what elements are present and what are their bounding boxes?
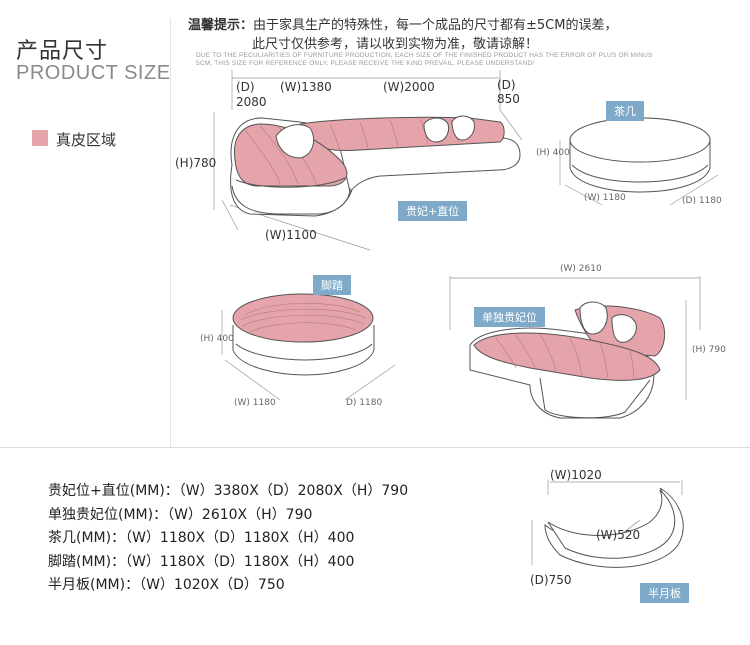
chaise-height: (H) 790	[692, 345, 726, 355]
spec-tea-table: 茶几(MM)：（W）1180X（D）1180X（H）400	[48, 530, 355, 546]
tea-table-drawing	[559, 117, 719, 206]
tea-table-width: (W) 1180	[584, 193, 626, 203]
spec-half-moon: 半月板(MM)：（W）1020X（D）750	[48, 577, 285, 593]
sofa-depth-right-value: 850	[497, 92, 520, 106]
half-moon-tag: 半月板	[640, 583, 689, 603]
sofa-main-tag: 贵妃+直位	[398, 201, 468, 221]
size-notice: 温馨提示：由于家具生产的特殊性，每一个成品的尺寸都有±5CM的误差， 此尺寸仅供…	[188, 16, 617, 54]
footstool-width: (W) 1180	[234, 398, 276, 408]
sofa-main-drawing	[213, 70, 523, 251]
tea-table-tag: 茶几	[606, 101, 644, 121]
spec-chaise: 单独贵妃位(MM)：（W）2610X（H）790	[48, 506, 313, 523]
page-title-cn: 产品尺寸	[16, 39, 109, 64]
notice-english: DUE TO THE PECULIARITIES OF FURNITURE PR…	[196, 52, 653, 67]
chaise-tag: 单独贵妃位	[474, 307, 545, 327]
sofa-width-2: (W)2000	[383, 80, 435, 94]
leather-legend-label: 真皮区域	[56, 131, 117, 149]
spec-sofa-main: 贵妃位+直位(MM)：（W）3380X（D）2080X（H）790	[48, 483, 409, 499]
vertical-divider	[170, 18, 171, 448]
half-moon-depth: (D)750	[530, 573, 572, 587]
notice-line2: 此尺寸仅供参考，请以收到实物为准，敬请谅解！	[252, 37, 539, 52]
spec-footstool: 脚踏(MM)：（W）1180X（D）1180X（H）400	[48, 553, 355, 570]
sofa-depth-label: (D)	[236, 80, 255, 94]
tea-table-height: (H) 400	[536, 148, 570, 158]
sofa-depth-value: 2080	[236, 95, 267, 109]
half-moon-inner-width: (W)520	[596, 528, 641, 542]
half-moon-width: (W)1020	[550, 468, 602, 482]
footstool-depth: D) 1180	[346, 398, 383, 408]
sofa-width-1: (W)1380	[280, 80, 332, 94]
half-moon-drawing	[531, 480, 684, 568]
sofa-height: (H)780	[175, 156, 217, 170]
tea-table-depth: (D) 1180	[682, 196, 722, 206]
footstool-height: (H) 400	[200, 334, 234, 344]
footstool-drawing	[221, 293, 396, 401]
size-spec-list: 贵妃位+直位(MM)：（W）3380X（D）2080X（H）790 单独贵妃位(…	[48, 480, 408, 598]
chaise-drawing	[449, 276, 701, 419]
horizontal-divider	[0, 447, 750, 448]
chaise-width: (W) 2610	[560, 264, 602, 274]
sofa-depth-right-label: (D)	[497, 78, 516, 92]
notice-line1: 由于家具生产的特殊性，每一个成品的尺寸都有±5CM的误差，	[253, 18, 618, 33]
sofa-width-bottom: (W)1100	[265, 228, 317, 242]
leather-legend-swatch	[32, 130, 48, 146]
footstool-tag: 脚踏	[313, 275, 351, 295]
page-title-en: PRODUCT SIZE	[16, 62, 171, 84]
notice-label: 温馨提示：	[188, 18, 254, 33]
